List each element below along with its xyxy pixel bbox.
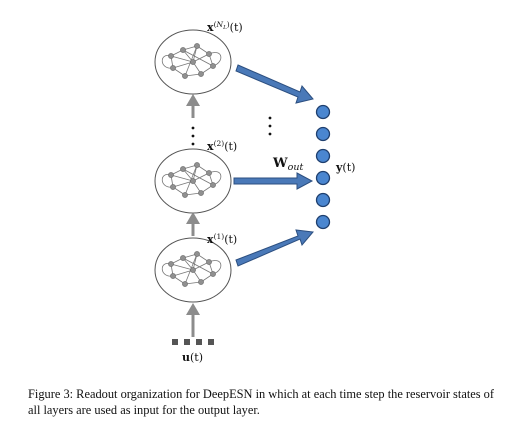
output-unit <box>315 192 331 208</box>
figure-caption: Figure 3: Readout organization for DeepE… <box>28 387 495 417</box>
output-unit <box>315 214 331 230</box>
label-u: u(t) <box>182 351 203 364</box>
up-arrow-into-top-layer <box>186 94 200 118</box>
up-arrow-input-to-layer1 <box>186 303 200 337</box>
input-layer <box>172 339 214 345</box>
label-x-1: x(1)(t) <box>207 232 237 246</box>
output-unit <box>315 148 331 164</box>
input-unit <box>196 339 202 345</box>
label-x-2: x(2)(t) <box>207 139 237 153</box>
output-unit <box>315 126 331 142</box>
output-layer <box>315 104 331 230</box>
readout-ellipsis-dots <box>268 116 272 136</box>
output-unit <box>315 170 331 186</box>
layer-ellipsis-dots <box>191 126 195 146</box>
label-y: y(t) <box>335 161 355 174</box>
label-W-out: Wout <box>272 156 303 173</box>
reservoir-layer-top <box>154 29 232 95</box>
input-unit <box>172 339 178 345</box>
reservoir-layer-2 <box>154 148 232 214</box>
input-unit <box>208 339 214 345</box>
readout-arrow-middle <box>233 172 314 190</box>
reservoir-layer-1 <box>154 237 232 303</box>
up-arrow-layer1-to-layer2 <box>186 212 200 236</box>
label-x-NL: x(NL)(t) <box>207 20 243 34</box>
readout-arrow-top <box>235 64 314 104</box>
input-unit <box>184 339 190 345</box>
readout-arrow-bottom <box>235 229 314 267</box>
output-unit <box>315 104 331 120</box>
